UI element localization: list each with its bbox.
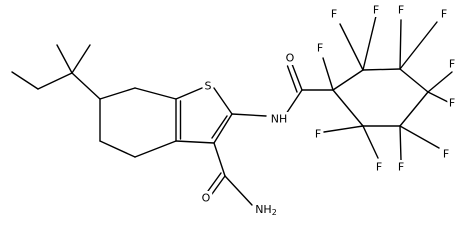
atom-label-mask: [315, 41, 325, 55]
bond: [399, 91, 429, 127]
carbonyl-oxygen-label: O: [286, 52, 295, 65]
fluorine-atom-label: F: [315, 128, 321, 141]
bond: [399, 125, 440, 149]
bond: [399, 21, 438, 70]
amine-nh2-label: NH2: [255, 203, 277, 217]
bond: [213, 142, 226, 177]
atom-label-mask: [447, 57, 457, 71]
fluorine-atom-label: F: [398, 4, 404, 17]
bond: [56, 44, 73, 74]
bonds: [11, 15, 453, 206]
atom-label-mask: [447, 96, 457, 110]
fluorine-atom-label: F: [449, 58, 455, 71]
chemical-structure-diagram: S NH O O NH2 F F F F F F F F F F F: [11, 3, 457, 217]
fluorine-atom-label: F: [443, 148, 449, 161]
atom-label-mask: [371, 3, 381, 17]
fluorine-atom-label: F: [373, 4, 379, 17]
bond: [339, 23, 364, 71]
bond: [362, 68, 401, 71]
bond: [322, 57, 334, 91]
bond: [175, 87, 203, 100]
bond: [71, 44, 91, 74]
atom-label-mask: [396, 160, 406, 174]
bond: [399, 68, 429, 93]
bond: [362, 125, 379, 159]
fluorine-atom-label: F: [317, 42, 323, 55]
atom-label-mask: [284, 51, 297, 65]
fluorine-atom-label: F: [376, 161, 382, 174]
bond: [323, 125, 364, 133]
atom-label-mask: [253, 202, 279, 217]
bond: [175, 140, 215, 144]
fluorine-atom-label: F: [331, 8, 337, 21]
bond: [427, 71, 453, 93]
bond: [99, 140, 136, 158]
bond: [285, 89, 303, 115]
atom-label-mask: [313, 127, 323, 141]
bond: [399, 19, 402, 70]
atom-label-mask: [203, 79, 214, 93]
fluorine-atom-label: F: [449, 97, 455, 110]
bond: [399, 125, 402, 161]
bond: [332, 89, 364, 127]
bond: [286, 65, 298, 93]
atom-labels: S NH O O NH2 F F F F F F F F F F F: [200, 3, 457, 217]
fluorine-atom-label: F: [398, 161, 404, 174]
atom-label-mask: [374, 160, 384, 174]
bond: [362, 15, 377, 71]
atom-label-mask: [269, 112, 289, 126]
bond: [211, 175, 226, 195]
bond: [231, 113, 267, 117]
bond: [213, 87, 233, 115]
bond: [211, 115, 228, 139]
atom-label-mask: [329, 7, 339, 21]
sulfur-atom-label: S: [205, 80, 212, 93]
bond: [134, 87, 177, 100]
atom-label-mask: [396, 3, 406, 17]
bond: [11, 71, 39, 90]
bond: [207, 172, 222, 192]
bond: [213, 113, 233, 144]
atom-label-mask: [439, 7, 449, 21]
bond: [37, 72, 73, 90]
bond: [224, 175, 253, 206]
atom-label-mask: [200, 191, 213, 205]
bond: [99, 87, 136, 100]
bond: [71, 72, 101, 100]
bond: [332, 69, 364, 91]
bond: [291, 63, 303, 91]
carbonyl-oxygen-label: O: [202, 192, 211, 205]
amide-nh-label: NH: [271, 113, 288, 126]
bond: [134, 140, 177, 158]
atom-label-mask: [441, 147, 451, 161]
fluorine-atom-label: F: [441, 8, 447, 21]
